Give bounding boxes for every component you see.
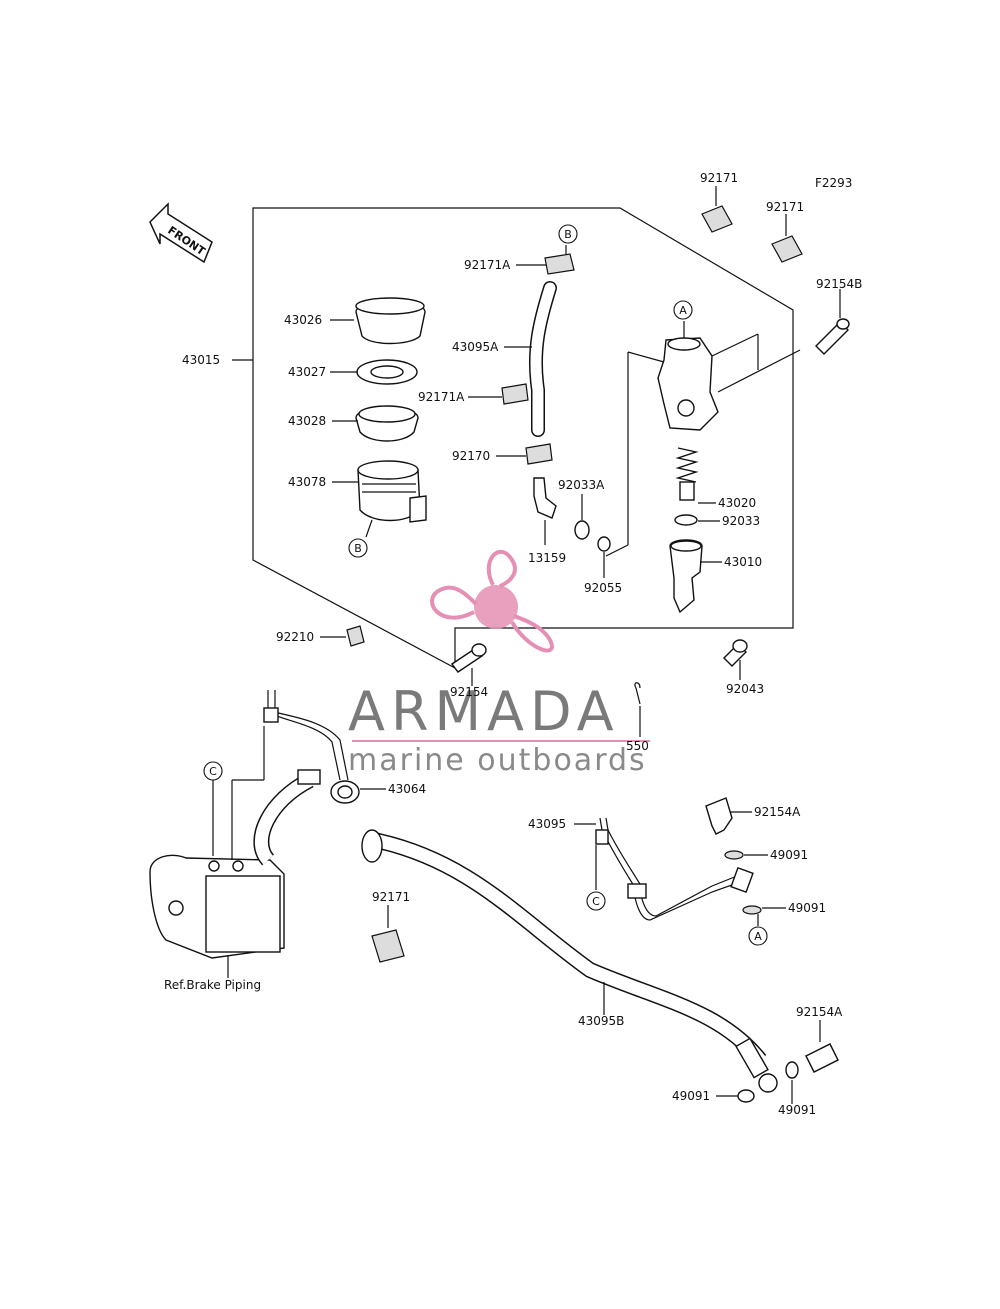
watermark-logo: ARMADA marine outboards [348, 550, 650, 778]
svg-text:A: A [679, 304, 687, 317]
label-92055: 92055 [584, 581, 622, 595]
label-43028: 43028 [288, 414, 326, 428]
label-550: 550 [626, 739, 649, 753]
label-92154A: 92154A [796, 1005, 843, 1019]
label-92043: 92043 [726, 682, 764, 696]
label-43020: 43020 [718, 496, 756, 510]
washer-49091-d [785, 1061, 799, 1079]
ref-brake-piping-label: Ref.Brake Piping [164, 978, 261, 992]
washer-49091-a [724, 850, 744, 860]
ref-marker-C-pipe: C [586, 845, 606, 911]
washer-49091-c [737, 1089, 755, 1103]
clamp-92171-top2 [771, 235, 803, 263]
label-92033A: 92033A [558, 478, 605, 492]
label-13159: 13159 [528, 551, 566, 565]
svg-text:C: C [592, 895, 600, 908]
ref-marker-A-top: A [673, 300, 693, 338]
ref-marker-A-low: A [748, 914, 768, 946]
circlip-92033 [674, 514, 698, 526]
banjo-bolt-92154A-low [805, 1043, 839, 1073]
svg-text:A: A [754, 930, 762, 943]
reservoir-cap-43026 [355, 297, 426, 345]
brake-pipe-43095 [595, 817, 747, 921]
grommet-43064 [330, 780, 360, 804]
part-labels: 92171 92171 92154B 92171A 43026 43095A 4… [182, 171, 862, 1117]
abs-unit [149, 854, 285, 959]
clamp-92171-low [371, 929, 405, 963]
cotter-pin-550 [634, 682, 641, 705]
banjo-fitting-mid [730, 866, 754, 894]
watermark-tagline: marine outboards [348, 743, 647, 778]
label-49091: 49091 [770, 848, 808, 862]
diagram-code: F2293 [815, 176, 852, 190]
label-43095B: 43095B [578, 1014, 624, 1028]
ref-marker-B-left: B [348, 519, 373, 558]
label-43064: 43064 [388, 782, 426, 796]
label-43010: 43010 [724, 555, 762, 569]
label-49091: 49091 [778, 1103, 816, 1117]
label-92170: 92170 [452, 449, 490, 463]
label-49091: 49091 [672, 1089, 710, 1103]
diaphragm-plate-43027 [356, 359, 418, 385]
bolt-92154B [815, 318, 850, 355]
ref-marker-B-top: B [558, 224, 578, 254]
circlip-92033A [574, 520, 590, 540]
hose-clamp-92171A-top [544, 253, 575, 275]
spring-43020 [675, 447, 699, 501]
assembly-frame [232, 207, 794, 670]
label-43015: 43015 [182, 353, 220, 367]
reservoir-hose-43095A [528, 281, 557, 437]
brake-pipe-to-abs [263, 690, 349, 781]
label-92171: 92171 [372, 890, 410, 904]
svg-text:C: C [209, 765, 217, 778]
label-92171A: 92171A [418, 390, 465, 404]
hose-joint-13159 [533, 477, 557, 519]
label-43026: 43026 [284, 313, 322, 327]
piston-assembly-43010 [669, 539, 703, 614]
label-92171: 92171 [700, 171, 738, 185]
ref-marker-C-abs: C [203, 761, 223, 856]
label-43078: 43078 [288, 475, 326, 489]
label-49091: 49091 [788, 901, 826, 915]
label-92154A: 92154A [754, 805, 801, 819]
pin-92043 [723, 639, 748, 667]
diaphragm-43028 [355, 405, 419, 442]
watermark-brand: ARMADA [348, 680, 620, 743]
banjo-fitting-low [735, 1037, 778, 1093]
label-92171: 92171 [766, 200, 804, 214]
svg-text:B: B [354, 542, 362, 555]
label-92171A: 92171A [464, 258, 511, 272]
hose-clamp-92171A-mid [501, 383, 529, 405]
abs-leader-lines [227, 726, 265, 978]
reservoir-tank-43078 [357, 460, 427, 523]
banjo-bolt-92154A-mid [705, 797, 733, 835]
svg-text:B: B [564, 228, 572, 241]
label-leaders [320, 186, 841, 1104]
o-ring-92055 [597, 536, 611, 552]
master-cylinder-body [605, 333, 801, 557]
washer-49091-b [742, 905, 762, 915]
front-arrow-icon: FRONT [149, 202, 213, 264]
hose-clamp-92170 [525, 443, 553, 465]
label-92154: 92154 [450, 685, 488, 699]
label-43095A: 43095A [452, 340, 499, 354]
bolt-92154 [450, 643, 487, 673]
label-92033: 92033 [722, 514, 760, 528]
clamp-92171-top [701, 205, 733, 233]
label-92154B: 92154B [816, 277, 862, 291]
clamp-nut-92210 [346, 625, 365, 647]
brake-hose-43095B [253, 769, 767, 1066]
label-92210: 92210 [276, 630, 314, 644]
label-43095: 43095 [528, 817, 566, 831]
label-43027: 43027 [288, 365, 326, 379]
